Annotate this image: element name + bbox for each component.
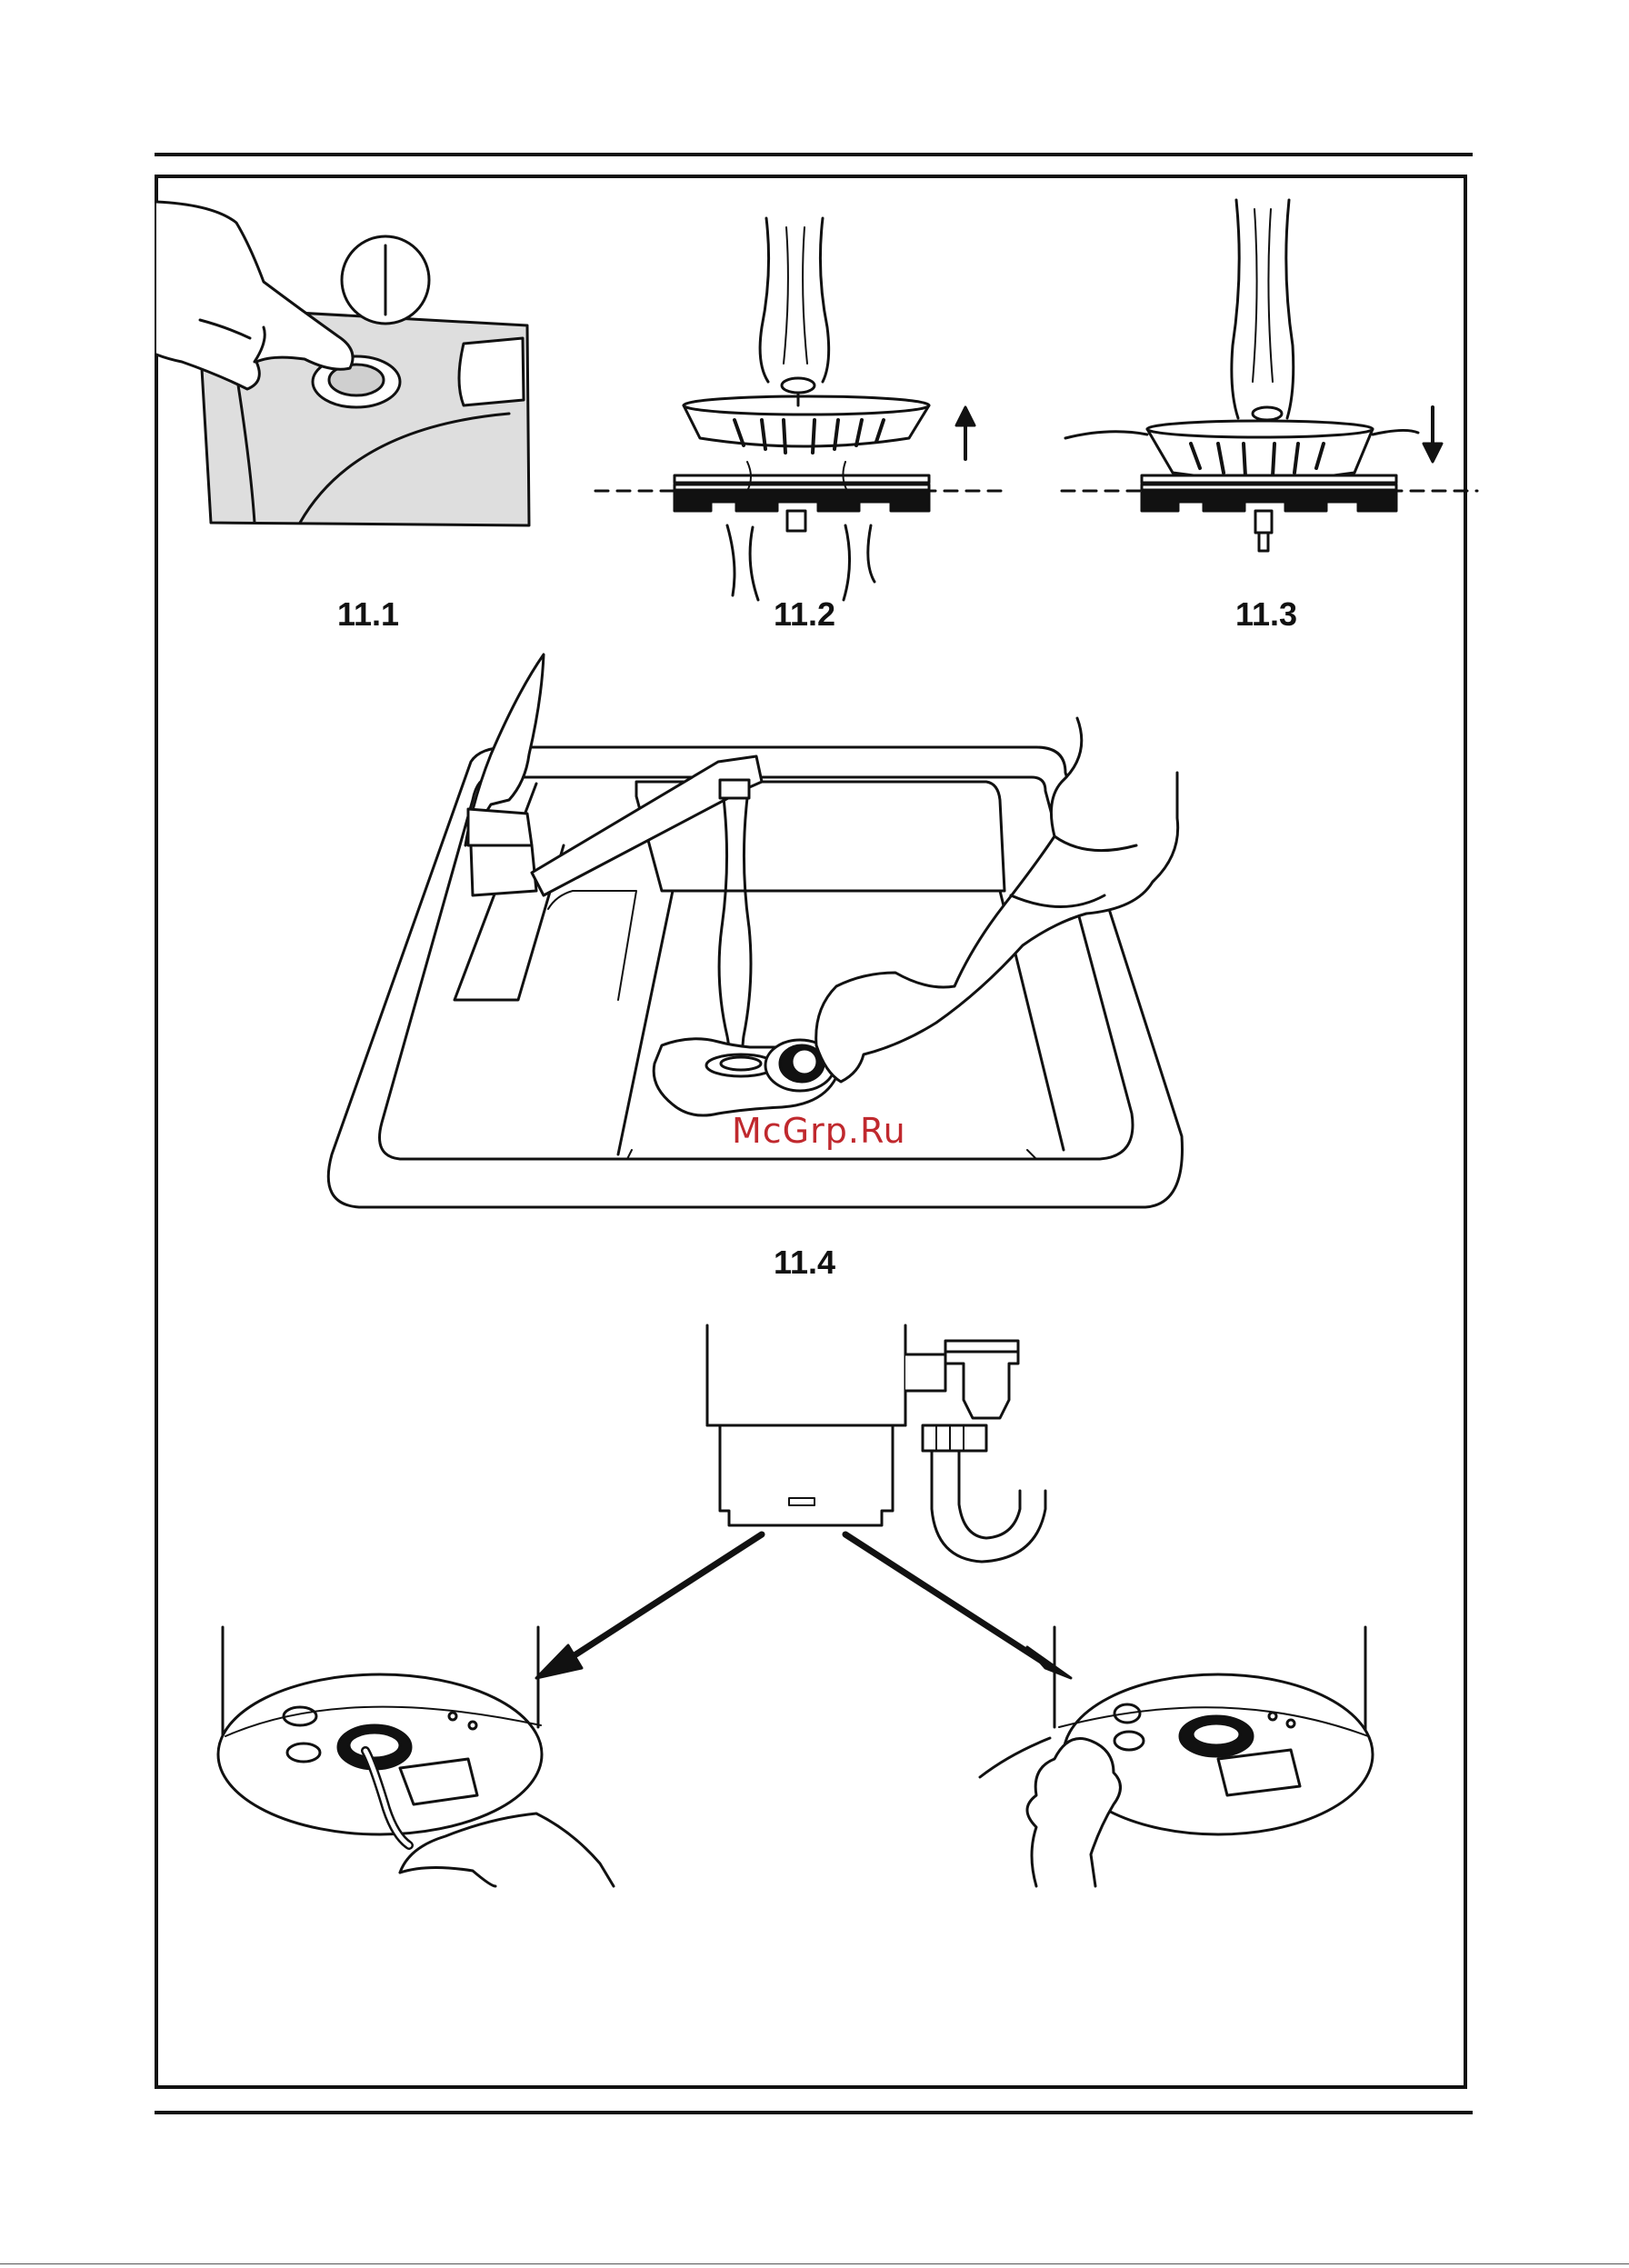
fig-11-1-button-press bbox=[156, 202, 529, 525]
figure-label-11-3: 11.3 bbox=[1194, 595, 1339, 634]
figure-label-11-2: 11.2 bbox=[732, 595, 877, 634]
fig-11-3-stopper-closed bbox=[1062, 200, 1477, 551]
watermark-text: McGrp.Ru bbox=[732, 1111, 906, 1151]
fig-disposer-service bbox=[218, 1325, 1373, 1886]
figure-label-11-4: 11.4 bbox=[732, 1244, 877, 1282]
fig-11-2-stopper-open bbox=[595, 218, 1009, 600]
figure-label-11-1: 11.1 bbox=[295, 595, 441, 634]
